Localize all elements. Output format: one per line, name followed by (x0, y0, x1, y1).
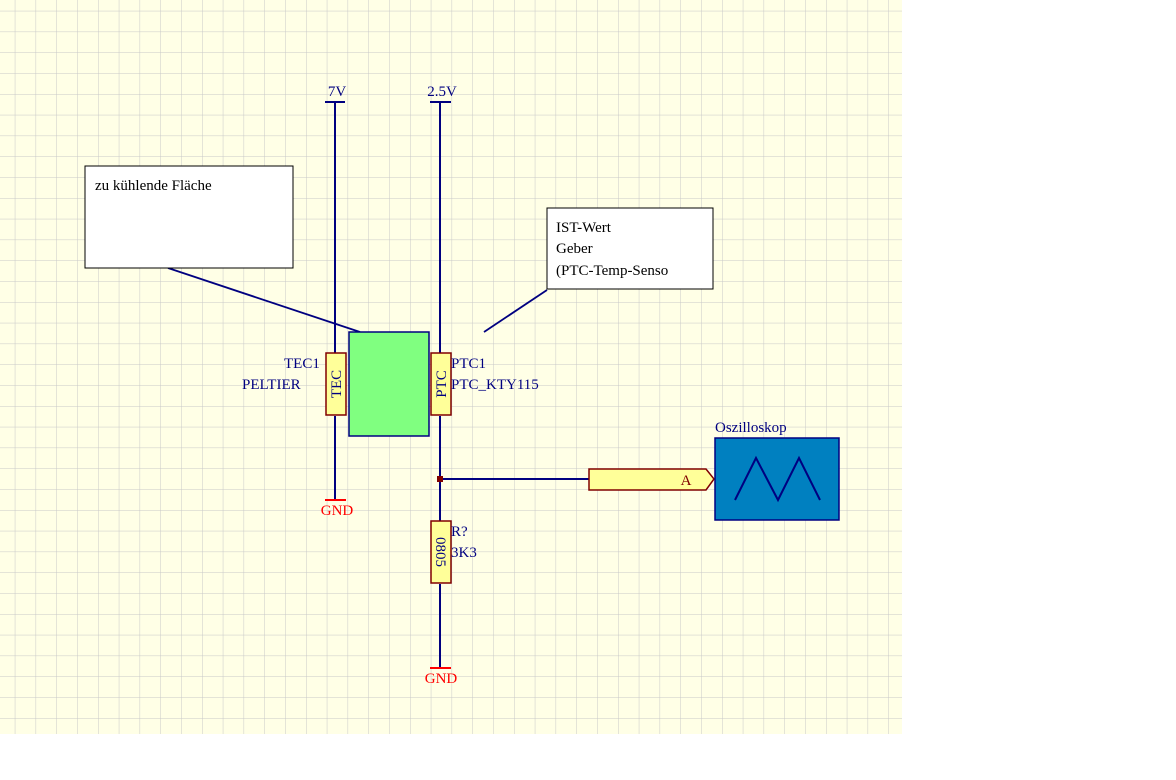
ground-symbol-tec[interactable]: GND (321, 499, 354, 519)
note-cooling-surface[interactable]: zu kühlende Fläche (84, 165, 294, 269)
tec-value: PELTIER (242, 377, 301, 393)
junction-dot (437, 476, 443, 482)
power-label-7v: 7V (328, 84, 347, 100)
component-resistor[interactable]: 0805 R? 3K3 (430, 520, 477, 584)
component-ptc[interactable]: PTC PTC1 PTC_KTY115 (430, 352, 539, 416)
resistor-designator: R? (451, 524, 468, 540)
port-a[interactable]: A (588, 468, 715, 491)
oscilloscope-label: Oszilloskop (715, 420, 787, 436)
note-sensor[interactable]: IST-Wert Geber (PTC-Temp-Senso (546, 207, 714, 290)
ground-label-tec: GND (321, 503, 354, 519)
wires (167, 102, 590, 668)
note-sensor-line-2: Geber (556, 241, 593, 257)
power-port-7v[interactable]: 7V (325, 84, 347, 103)
tec-body-text: TEC (329, 370, 345, 398)
ptc-designator: PTC1 (451, 356, 486, 372)
cooled-block[interactable] (348, 331, 430, 437)
ground-symbol-resistor[interactable]: GND (425, 667, 458, 687)
schematic-sheet: 7V 2.5V GND GND TEC TEC1 PELTIER (0, 0, 902, 734)
note-sensor-line-1: IST-Wert (556, 220, 612, 236)
component-tec[interactable]: TEC TEC1 PELTIER (242, 352, 347, 416)
resistor-value: 3K3 (451, 545, 477, 561)
ptc-body-text: PTC (434, 370, 450, 398)
port-label: A (681, 473, 692, 489)
note-sensor-line-3: (PTC-Temp-Senso (556, 263, 668, 279)
leader-sensor-note (483, 289, 548, 333)
oscilloscope[interactable]: Oszilloskop (714, 420, 840, 521)
ground-label-resistor: GND (425, 671, 458, 687)
ptc-value: PTC_KTY115 (451, 377, 539, 393)
resistor-body-text: 0805 (432, 537, 448, 567)
power-port-2v5[interactable]: 2.5V (427, 84, 457, 103)
power-label-2v5: 2.5V (427, 84, 457, 100)
oscilloscope-waveform-icon (734, 455, 821, 503)
note-cooling-line-1: zu kühlende Fläche (95, 178, 212, 194)
tec-designator: TEC1 (284, 356, 320, 372)
leader-cooling-note (167, 267, 361, 333)
